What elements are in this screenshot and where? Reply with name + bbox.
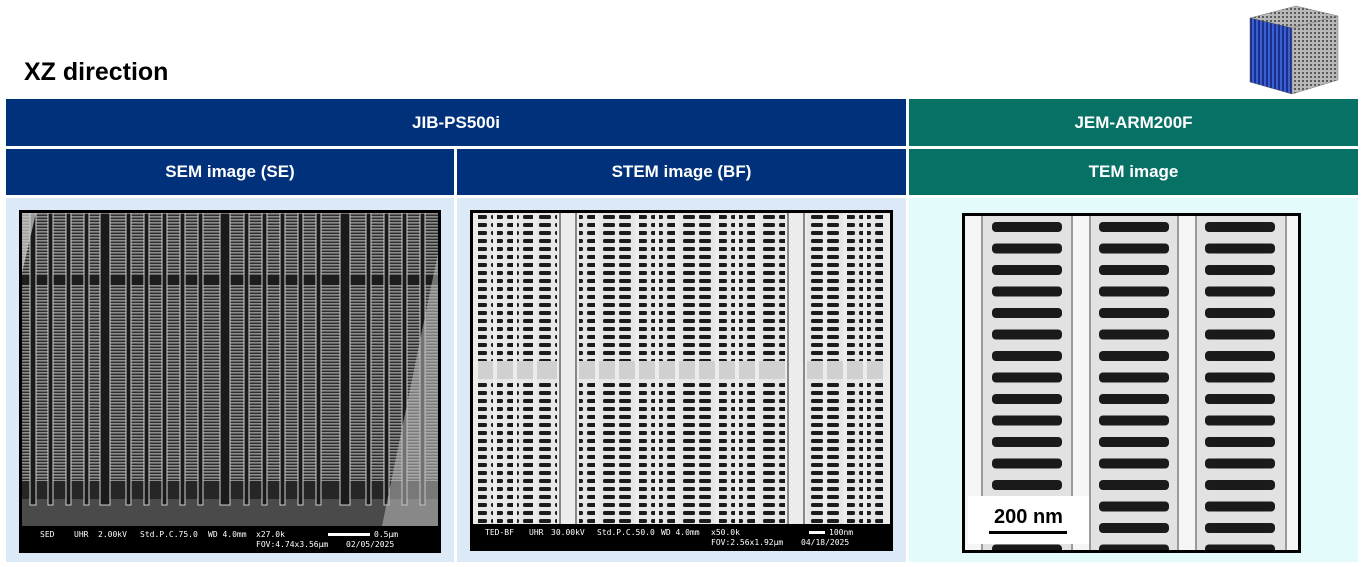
sem-fov: FOV:4.74x3.56μm — [256, 540, 329, 549]
sem-mode: UHR — [74, 530, 89, 539]
sem-image: SED UHR 2.00kV Std.P.C.75.0 WD 4.0mm x27… — [19, 210, 441, 553]
stem-column-header: STEM image (BF) — [457, 149, 906, 195]
sem-probe: Std.P.C.75.0 — [140, 530, 198, 539]
jem-arm200f-header: JEM-ARM200F — [909, 99, 1358, 146]
tem-scale-label: 200 nm — [994, 506, 1063, 528]
sem-date: 02/05/2025 — [346, 540, 395, 549]
stem-fov: FOV:2.56x1.92μm — [711, 538, 784, 547]
stem-scale-bar — [809, 531, 825, 534]
jem-arm200f-label: JEM-ARM200F — [1074, 112, 1193, 132]
tem-column-header: TEM image — [909, 149, 1358, 195]
stem-wd: WD 4.0mm — [661, 528, 700, 537]
sample-cube-icon — [1246, 4, 1340, 96]
stem-probe: Std.P.C.50.0 — [597, 528, 655, 537]
jib-ps500i-label: JIB-PS500i — [412, 112, 500, 132]
sem-scale: 0.5μm — [374, 530, 399, 539]
stem-image: TED-BF UHR 30.00kV Std.P.C.50.0 WD 4.0mm… — [470, 210, 893, 551]
stem-mag: x50.0k — [711, 528, 740, 537]
sem-scale-bar — [328, 533, 370, 536]
tem-image: 200 nm — [962, 213, 1301, 553]
stem-scale: 100nm — [829, 528, 854, 537]
stem-date: 04/18/2025 — [801, 538, 850, 547]
sem-info-bar: SED UHR 2.00kV Std.P.C.75.0 WD 4.0mm x27… — [22, 526, 438, 550]
sem-wd: WD 4.0mm — [208, 530, 247, 539]
sem-column-header: SEM image (SE) — [6, 149, 454, 195]
sem-voltage: 2.00kV — [98, 530, 127, 539]
stem-detector: TED-BF — [485, 528, 514, 537]
stem-voltage: 30.00kV — [551, 528, 585, 537]
page-title: XZ direction — [24, 58, 169, 86]
sem-column-label: SEM image (SE) — [165, 162, 295, 181]
stem-column-label: STEM image (BF) — [611, 162, 752, 181]
tem-scale-bar — [989, 531, 1067, 534]
stem-info-bar: TED-BF UHR 30.00kV Std.P.C.50.0 WD 4.0mm… — [473, 524, 890, 548]
sem-detector: SED — [40, 530, 55, 539]
sem-mag: x27.0k — [256, 530, 285, 539]
stem-mode: UHR — [529, 528, 544, 537]
tem-scale-box: 200 nm — [968, 496, 1089, 544]
tem-column-label: TEM image — [1088, 162, 1179, 181]
jib-ps500i-header: JIB-PS500i — [6, 99, 906, 146]
